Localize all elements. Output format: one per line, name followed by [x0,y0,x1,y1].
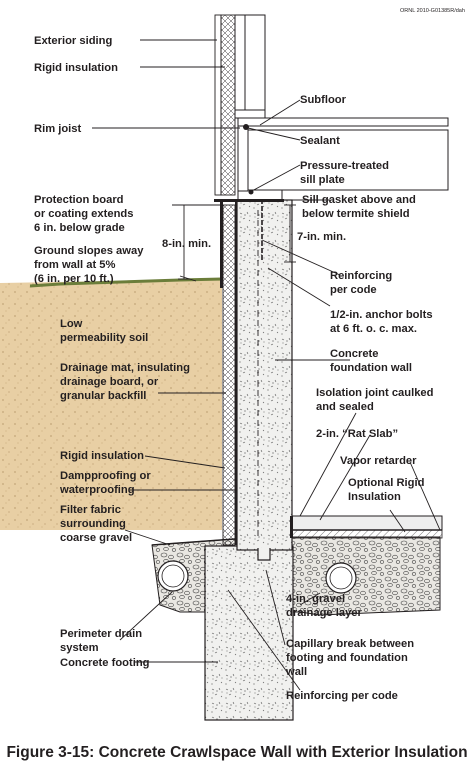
termite-shield [214,199,284,202]
label-exterior-siding: Exterior siding [34,35,112,47]
perimeter-drain-pipe-left [157,560,189,592]
label-subfloor: Subfloor [300,94,347,106]
label-protection-3: 6 in. below grade [34,222,125,234]
label-anchor-1: 1/2-in. anchor bolts [330,309,433,321]
dampproofing-layer [235,200,238,545]
label-protection-1: Protection board [34,194,124,206]
label-perimeter-1: Perimeter drain [60,628,142,640]
label-sealant: Sealant [300,135,340,147]
label-isolation-1: Isolation joint caulked [316,387,434,399]
label-dampproofing-2: waterproofing [59,484,135,496]
label-filter-2: surrounding [60,518,126,530]
exterior-siding-shape [214,14,222,196]
label-pt-sill-2: sill plate [300,174,345,186]
label-reinforcing-2: per code [330,284,377,296]
label-dampproofing-1: Dampproofing or [60,470,151,482]
figure-caption: Figure 3-15: Concrete Crawlspace Wall wi… [6,744,468,761]
optional-rigid-insulation [291,529,443,539]
concrete-footing-shape [204,545,294,721]
label-pt-sill-1: Pressure-treated [300,160,389,172]
label-anchor-2: at 6 ft. o. c. max. [330,323,417,335]
label-ground-2: from wall at 5% [34,259,115,271]
label-reinforcing-1: Reinforcing [330,270,392,282]
label-gravel-2: drainage layer [286,607,363,619]
label-perimeter-2: system [60,642,99,654]
label-concrete-wall-1: Concrete [330,348,379,360]
label-8-in-min: 8-in. min. [162,238,211,250]
callout-labels: ORNL 2010-G01385R/dah Exterior siding Ri… [34,8,465,702]
label-capillary-1: Capillary break between [286,638,414,650]
foundation-wall-shape [236,199,293,551]
rim-joist-shape [237,124,249,192]
label-isolation-2: and sealed [316,401,374,413]
label-ground-3: (6 in. per 10 ft.) [34,273,114,285]
perimeter-drain-pipe-right [325,562,357,594]
wall-stud [234,14,246,116]
credit-text: ORNL 2010-G01385R/dah [400,8,465,14]
label-gravel-1: 4-in. gravel [286,593,345,605]
protection-board [220,200,223,288]
label-low-perm-1: Low [60,318,83,330]
label-drainage-2: drainage board, or [60,376,159,388]
label-rim-joist: Rim joist [34,123,82,135]
grade-line [29,277,223,288]
label-drainage-3: granular backfill [60,390,146,402]
label-rigid-insulation-top: Rigid insulation [34,62,118,74]
label-vapor-retarder: Vapor retarder [340,455,417,467]
rat-slab-shape [291,515,443,531]
label-7-in-min: 7-in. min. [297,231,346,243]
label-rat-slab: 2-in. “Rat Slab” [316,428,398,440]
label-drainage-1: Drainage mat, insulating [60,362,190,374]
label-filter-1: Filter fabric [60,504,121,516]
subfloor-shape [237,117,449,127]
label-concrete-footing: Concrete footing [60,657,150,669]
rigid-insulation-exterior [222,204,236,546]
label-capillary-3: wall [285,666,307,678]
floor-joist [247,129,449,191]
label-optional-1: Optional Rigid [348,477,425,489]
label-filter-3: coarse gravel [60,532,132,544]
label-protection-2: or coating extends [34,208,133,220]
leader-lines [92,39,441,691]
rigid-insulation-above [220,14,236,196]
label-ground-1: Ground slopes away [34,245,144,257]
label-sill-gasket-1: Sill gasket above and [302,194,416,206]
section-drawing [0,14,449,721]
label-reinforcing-code: Reinforcing per code [286,690,398,702]
label-optional-2: Insulation [348,491,401,503]
soil-backfill [0,279,222,530]
label-sill-gasket-2: below termite shield [302,208,410,220]
label-low-perm-2: permeability soil [60,332,148,344]
label-rigid-insulation-low: Rigid insulation [60,450,144,462]
label-concrete-wall-2: foundation wall [330,362,412,374]
label-capillary-2: footing and foundation [286,652,408,664]
isolation-joint [290,516,293,538]
